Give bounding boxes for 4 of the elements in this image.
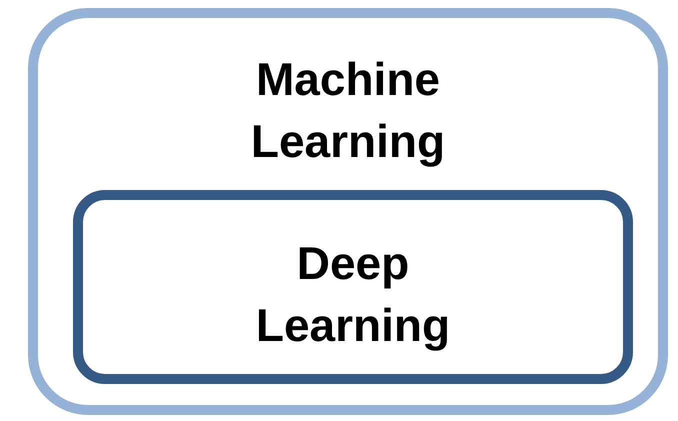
rounded-box bbox=[28, 8, 668, 415]
box-title: Deep Learning bbox=[254, 236, 452, 353]
box-title: Machine Learning bbox=[250, 52, 446, 169]
rounded-box bbox=[73, 190, 633, 384]
